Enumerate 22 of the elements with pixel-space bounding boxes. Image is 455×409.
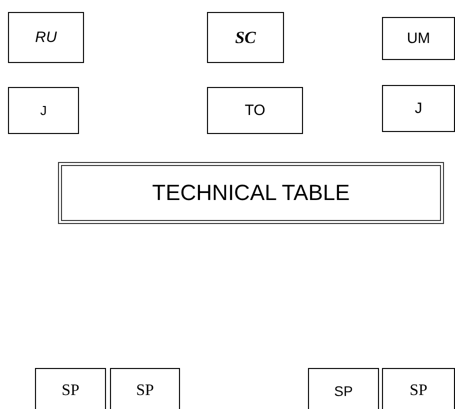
position-box xyxy=(8,87,79,134)
speaker-box xyxy=(308,368,379,409)
box-label: UM xyxy=(406,30,430,47)
box-label: SP xyxy=(136,382,154,400)
position-box xyxy=(382,85,455,132)
box-label: J xyxy=(40,103,47,118)
box-label: TO xyxy=(244,102,266,119)
position-box xyxy=(207,12,284,63)
position-box xyxy=(8,12,84,63)
speaker-box xyxy=(35,368,106,409)
position-box xyxy=(207,87,303,134)
box-label: RU xyxy=(35,29,57,46)
box-label: SP xyxy=(410,382,428,400)
speaker-box xyxy=(110,368,180,409)
table-box xyxy=(58,162,444,224)
box-label: J xyxy=(414,100,422,117)
position-box xyxy=(382,17,455,60)
box-label: TECHNICAL TABLE xyxy=(152,180,350,206)
box-label: SP xyxy=(334,382,353,398)
speaker-box xyxy=(382,368,455,409)
box-label: SP xyxy=(62,382,80,400)
box-label: SC xyxy=(235,28,256,48)
